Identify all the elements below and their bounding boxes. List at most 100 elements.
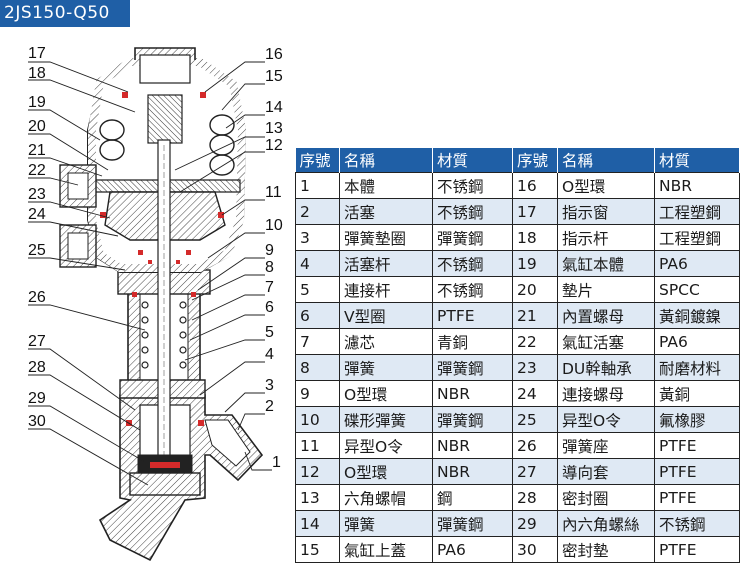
leader-lines-left xyxy=(28,61,149,486)
table-cell-name-b: 墊片 xyxy=(557,276,655,303)
callout-13: 13 xyxy=(265,120,283,137)
table-cell-mat-a: NBR xyxy=(432,380,513,407)
table-cell-no-a: 7 xyxy=(295,328,340,355)
table-cell-no-a: 3 xyxy=(295,224,340,251)
table-cell-mat-a: 彈簧鋼 xyxy=(432,510,513,537)
header-name-a: 名稱 xyxy=(339,148,433,173)
parts-table-header: 序號 名稱 材質 序號 名稱 材質 xyxy=(295,148,740,173)
callout-19: 19 xyxy=(28,94,46,111)
table-cell-mat-b: 工程塑鋼 xyxy=(654,224,740,251)
table-cell-no-b: 29 xyxy=(512,510,558,537)
table-cell-name-b: 內六角螺絲 xyxy=(557,510,655,537)
table-cell-name-a: 异型O令 xyxy=(339,432,433,459)
table-cell-name-a: 本體 xyxy=(339,172,433,199)
table-cell-name-a: 活塞 xyxy=(339,198,433,225)
table-cell-name-b: 導向套 xyxy=(557,458,655,485)
table-cell-no-a: 11 xyxy=(295,432,340,459)
callout-2: 2 xyxy=(265,398,274,415)
spring xyxy=(141,301,187,369)
table-cell-no-b: 16 xyxy=(512,172,558,199)
table-cell-no-b: 24 xyxy=(512,380,558,407)
callout-1: 1 xyxy=(272,454,281,471)
table-cell-mat-b: PTFE xyxy=(654,458,740,485)
valve-cross-section-diagram: 17 18 19 20 21 22 23 24 25 26 27 28 29 3… xyxy=(28,45,283,562)
table-cell-no-a: 5 xyxy=(295,276,340,303)
table-cell-no-a: 2 xyxy=(295,198,340,225)
header-name-b: 名稱 xyxy=(557,148,655,173)
leader-lines-right xyxy=(174,61,272,471)
table-cell-no-b: 26 xyxy=(512,432,558,459)
table-cell-mat-b: PA6 xyxy=(654,250,740,277)
table-cell-mat-a: 不锈鋼 xyxy=(432,172,513,199)
callout-11: 11 xyxy=(265,184,282,201)
cylinder-springs xyxy=(99,114,235,176)
table-cell-no-a: 4 xyxy=(295,250,340,277)
callout-21: 21 xyxy=(28,142,46,159)
callout-4: 4 xyxy=(265,346,274,363)
table-cell-mat-a: 鋼 xyxy=(432,484,513,511)
callout-labels-left: 17 18 19 20 21 22 23 24 25 26 27 28 29 3… xyxy=(28,45,46,430)
table-cell-no-b: 20 xyxy=(512,276,558,303)
table-cell-mat-a: 不锈鋼 xyxy=(432,276,513,303)
table-cell-name-b: 密封圈 xyxy=(557,484,655,511)
table-cell-no-a: 14 xyxy=(295,510,340,537)
table-cell-name-b: 氣缸本體 xyxy=(557,250,655,277)
callout-14: 14 xyxy=(265,99,283,116)
table-cell-mat-a: 彈簧鋼 xyxy=(432,224,513,251)
table-cell-name-a: 彈簧 xyxy=(339,510,433,537)
callout-16: 16 xyxy=(265,46,283,63)
table-cell-mat-a: PA6 xyxy=(432,536,513,563)
table-cell-no-b: 17 xyxy=(512,198,558,225)
piston-stem xyxy=(157,139,171,471)
callout-12: 12 xyxy=(265,137,283,154)
table-cell-no-a: 8 xyxy=(295,354,340,381)
table-cell-mat-a: 彈簧鋼 xyxy=(432,354,513,381)
table-cell-mat-b: NBR xyxy=(654,172,740,199)
table-cell-mat-a: NBR xyxy=(432,458,513,485)
table-cell-name-b: 彈簧座 xyxy=(557,432,655,459)
table-cell-mat-a: 青銅 xyxy=(432,328,513,355)
callout-3: 3 xyxy=(265,377,274,394)
table-cell-name-b: O型環 xyxy=(557,172,655,199)
table-cell-no-b: 25 xyxy=(512,406,558,433)
table-cell-name-b: 异型O令 xyxy=(557,406,655,433)
table-cell-no-a: 9 xyxy=(295,380,340,407)
table-cell-name-b: 氣缸活塞 xyxy=(557,328,655,355)
callout-8: 8 xyxy=(265,259,274,276)
table-cell-name-b: 指示窗 xyxy=(557,198,655,225)
model-badge: 2JS150-Q50 xyxy=(0,0,130,27)
table-cell-mat-b: PTFE xyxy=(654,432,740,459)
callout-18: 18 xyxy=(28,65,46,82)
table-cell-mat-b: PTFE xyxy=(654,484,740,511)
table-cell-no-b: 22 xyxy=(512,328,558,355)
callout-29: 29 xyxy=(28,390,46,407)
callout-6: 6 xyxy=(265,299,274,316)
header-material-b: 材質 xyxy=(654,148,740,173)
table-cell-no-b: 19 xyxy=(512,250,558,277)
table-cell-no-a: 15 xyxy=(295,536,340,563)
piston-disc xyxy=(129,454,201,496)
table-cell-no-b: 21 xyxy=(512,302,558,329)
header-material-a: 材質 xyxy=(432,148,513,173)
table-cell-no-b: 23 xyxy=(512,354,558,381)
table-cell-name-a: 碟形彈簧 xyxy=(339,406,433,433)
table-cell-mat-a: 不锈鋼 xyxy=(432,198,513,225)
table-cell-name-a: 六角螺帽 xyxy=(339,484,433,511)
table-cell-name-a: 活塞杆 xyxy=(339,250,433,277)
table-cell-no-b: 27 xyxy=(512,458,558,485)
table-cell-mat-a: PTFE xyxy=(432,302,513,329)
table-cell-mat-b: 黃銅 xyxy=(654,380,740,407)
table-cell-no-b: 30 xyxy=(512,536,558,563)
